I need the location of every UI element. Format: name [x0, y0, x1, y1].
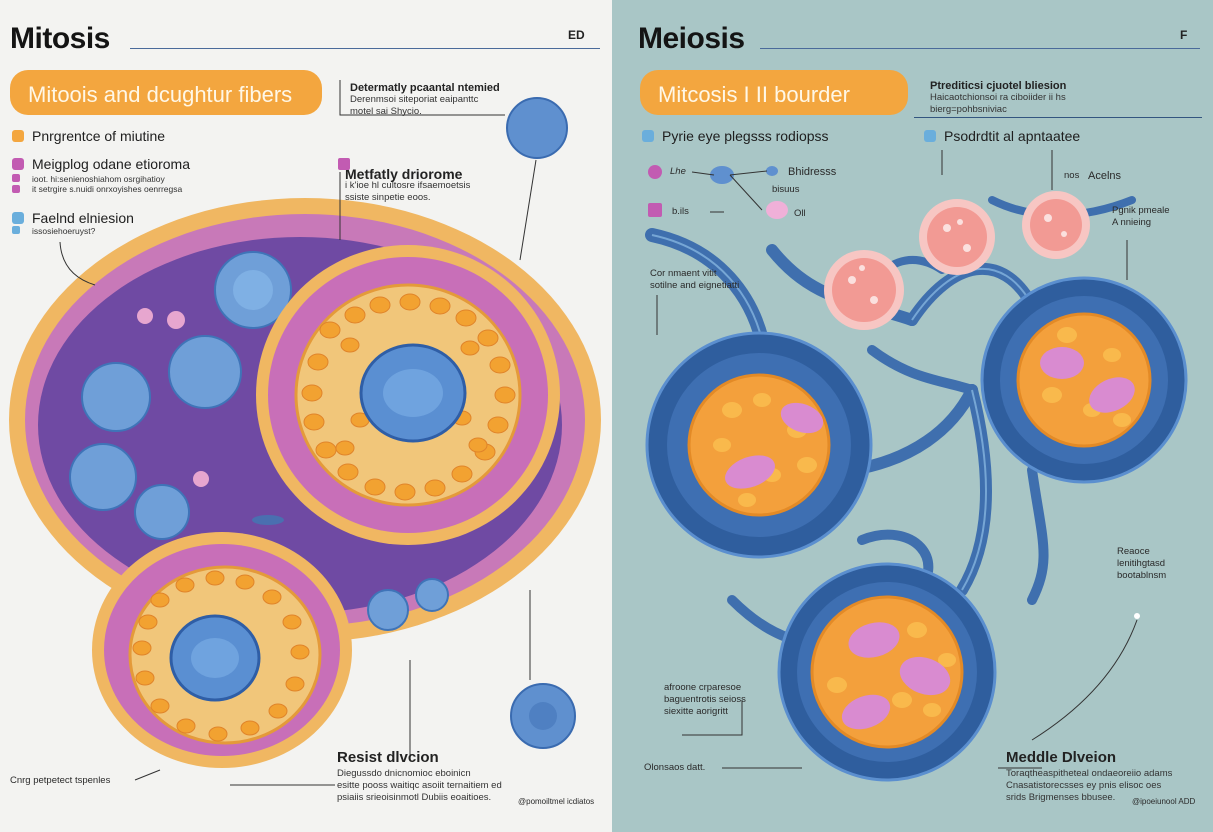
- top-note-text: Haicaotchionsoi ra ciboiider ii hs bierg…: [930, 92, 1066, 115]
- meiosis-banner: Mitcosis I II bourder: [640, 70, 908, 115]
- legend-item-product: Psodrdtit al apntaatee: [924, 128, 1080, 144]
- footer-credit: @ipoeiunool ADD: [1132, 797, 1196, 806]
- meiosis-title: Meiosis: [638, 22, 745, 55]
- top-note-heading: Ptrediticsi cjuotel bliesion: [930, 80, 1067, 92]
- label-cor: Cor nmaent vitit sotilne and eignetiatti: [650, 268, 740, 291]
- free-cell: [506, 97, 568, 159]
- label-afoore: afroone crparesoe baguentrotis seioss si…: [664, 682, 746, 717]
- nucleus: [69, 443, 137, 511]
- legend-item-progress: Pnrgrentce of miutine: [12, 128, 165, 144]
- label-b1: Bhidresss: [788, 166, 837, 178]
- legend-bullet: [12, 174, 20, 182]
- label-l2: b.ils: [672, 206, 689, 217]
- top-note-text: Derenmsoi siteporiat eaipanttc motel sai…: [350, 94, 479, 117]
- label-b2: bisuus: [772, 184, 800, 195]
- spiky-particles: [824, 191, 1090, 330]
- mitosis-banner: Mitoois and dcughtur fibers: [10, 70, 322, 115]
- title-rule: [130, 48, 600, 49]
- label-acens: Acelns: [1088, 170, 1122, 182]
- mitosis-panel: Mitosis ED Mitoois and dcughtur fibers D…: [9, 22, 601, 806]
- panel-code: F: [1180, 28, 1188, 42]
- legend-swatch: [12, 212, 24, 224]
- nucleus: [168, 335, 242, 409]
- legend-swatch: [12, 158, 24, 170]
- nucleus: [81, 362, 151, 432]
- footer-credit: @pomoiltmel icdiatos: [518, 797, 595, 806]
- label-pgnik: Pgnik pmeale A nnieing: [1112, 205, 1170, 228]
- chromosome-granules: [301, 293, 516, 501]
- metaphase-heading: Metfatly driorome: [345, 166, 463, 182]
- result-heading: Resist dlvcion: [337, 749, 439, 766]
- label-nos: nos: [1064, 170, 1080, 181]
- bottom-left-label: Olonsaos datt.: [644, 762, 706, 773]
- label-reaoce: Reaoce lenitihgtasd bootablnsm: [1117, 546, 1167, 581]
- legend-bullet: [12, 226, 20, 234]
- meddle-heading: Meddle Dlveion: [1006, 749, 1117, 766]
- mitosis-title: Mitosis: [10, 22, 110, 55]
- metaphase-swatch: [338, 158, 350, 170]
- mitosis-illustration: [9, 80, 601, 786]
- legend-swatch: [12, 130, 24, 142]
- meiosis-illustration: [645, 150, 1188, 782]
- meiosis-panel: Meiosis F Mitcosis I II bourder Ptrediti…: [612, 0, 1213, 832]
- nucleus: [134, 484, 190, 540]
- legend-swatch: [642, 130, 654, 142]
- top-note-heading: Determatly pcaantal ntemied: [350, 82, 500, 94]
- panel-code: ED: [568, 28, 585, 42]
- legend-item-prophase: Pyrie eye plegsss rodiopss: [642, 128, 829, 144]
- bottom-left-label: Cnrg petpetect tspenles: [10, 775, 111, 786]
- title-rule: [760, 48, 1200, 49]
- label-b3: Oll: [794, 208, 806, 219]
- legend-sub-division: ioot. hi:senienoshiahom osrgihatioy it s…: [32, 174, 183, 194]
- note-rule: [914, 117, 1202, 118]
- label-l1: Lhe: [670, 166, 686, 177]
- legend-swatch: [924, 130, 936, 142]
- legend-bullet: [12, 185, 20, 193]
- legend-item-fading: Faelnd elniesion: [12, 210, 134, 226]
- legend-item-division: Meigplog odane etioroma: [12, 156, 190, 172]
- legend-sub-fading: issosiehoeruyst?: [32, 226, 96, 236]
